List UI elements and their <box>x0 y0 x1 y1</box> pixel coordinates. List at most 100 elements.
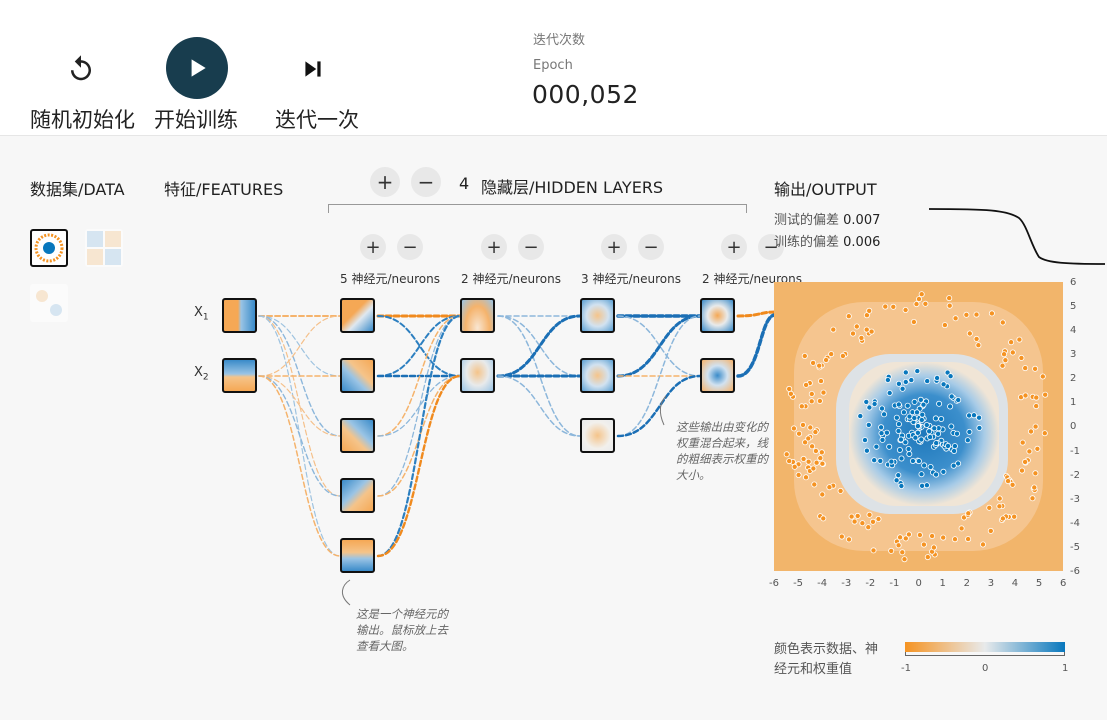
data-point <box>1022 392 1029 399</box>
orange-points <box>783 291 1049 563</box>
dataset-circle[interactable] <box>30 229 68 267</box>
neuron-node[interactable] <box>460 298 495 333</box>
feature-x1-node[interactable] <box>222 298 257 333</box>
layer4-remove-neuron[interactable]: − <box>758 234 784 260</box>
data-point <box>905 531 912 538</box>
data-point <box>1009 481 1016 488</box>
dataset-gaussian[interactable] <box>30 284 68 322</box>
data-point <box>1042 391 1049 398</box>
data-point <box>914 423 921 430</box>
data-point <box>878 424 885 431</box>
neuron-node[interactable] <box>580 358 615 393</box>
add-layer-button[interactable]: + <box>370 167 400 197</box>
data-point <box>865 524 872 531</box>
data-point <box>823 357 830 364</box>
data-point <box>791 463 798 470</box>
neuron-node[interactable] <box>580 418 615 453</box>
layer4-add-neuron[interactable]: + <box>721 234 747 260</box>
neuron-node[interactable] <box>340 538 375 573</box>
data-point <box>1005 478 1012 485</box>
data-point <box>920 401 927 408</box>
data-point <box>866 511 873 518</box>
neuron-node[interactable] <box>700 358 735 393</box>
epoch-caption-en: Epoch <box>533 58 573 73</box>
colorbar-caption: 颜色表示数据、神经元和权重值 <box>774 642 879 677</box>
neuron-node[interactable] <box>340 358 375 393</box>
data-point <box>898 455 905 462</box>
data-point <box>787 390 794 397</box>
y-tick: 3 <box>1070 349 1077 361</box>
data-point <box>966 330 973 337</box>
data-point <box>915 296 922 303</box>
hidden-section-title: 隐藏层/HIDDEN LAYERS <box>481 178 664 197</box>
data-point <box>905 445 912 452</box>
data-point <box>930 544 937 551</box>
neuron-node[interactable] <box>580 298 615 333</box>
data-point <box>895 542 902 549</box>
data-point <box>837 487 844 494</box>
data-point <box>893 414 900 421</box>
data-point <box>966 428 973 435</box>
data-point <box>899 385 906 392</box>
data-point <box>870 547 877 554</box>
neuron-node[interactable] <box>700 298 735 333</box>
data-point <box>908 377 915 384</box>
data-point <box>919 482 926 489</box>
y-tick: -3 <box>1070 493 1080 505</box>
data-point <box>863 326 870 333</box>
data-point <box>913 301 920 308</box>
neuron-node[interactable] <box>340 418 375 453</box>
layer3-add-neuron[interactable]: + <box>601 234 627 260</box>
data-point <box>1018 467 1025 474</box>
data-point <box>875 515 882 522</box>
data-point <box>910 319 917 326</box>
play-button[interactable] <box>166 37 228 99</box>
y-tick: -5 <box>1070 541 1080 553</box>
neuron-node[interactable] <box>340 298 375 333</box>
layer2-remove-neuron[interactable]: − <box>518 234 544 260</box>
data-point <box>964 437 971 444</box>
neuron-node[interactable] <box>340 478 375 513</box>
reset-button[interactable] <box>62 50 100 88</box>
data-point <box>999 319 1006 326</box>
data-point <box>803 381 810 388</box>
data-point <box>948 423 955 430</box>
data-point <box>919 411 926 418</box>
y-tick: 1 <box>1070 397 1077 409</box>
data-point <box>927 434 934 441</box>
data-point <box>798 403 805 410</box>
data-point <box>976 424 983 431</box>
data-point <box>951 536 958 543</box>
data-point <box>883 429 890 436</box>
layer1-add-neuron[interactable]: + <box>360 234 386 260</box>
remove-layer-button[interactable]: − <box>411 167 441 197</box>
data-point <box>886 443 893 450</box>
data-point <box>1022 365 1029 372</box>
dataset-xor[interactable] <box>85 229 123 267</box>
x-tick: -4 <box>817 578 828 589</box>
x-tick: -2 <box>865 578 876 589</box>
data-point <box>970 412 977 419</box>
data-point <box>1022 458 1029 465</box>
data-point <box>819 460 826 467</box>
colorbar-tick: 1 <box>1062 663 1069 674</box>
data-point <box>927 463 934 470</box>
y-tick: 5 <box>1070 301 1077 313</box>
neuron-node[interactable] <box>460 358 495 393</box>
data-point <box>1019 439 1026 446</box>
data-point <box>1032 365 1039 372</box>
dataset-xor-thumb <box>87 231 121 265</box>
colorbar-tick: 0 <box>982 663 989 674</box>
feature-x2-node[interactable] <box>222 358 257 393</box>
step-label: 迭代一次 <box>275 108 359 132</box>
layer2-add-neuron[interactable]: + <box>481 234 507 260</box>
step-button[interactable] <box>296 52 330 86</box>
layer1-remove-neuron[interactable]: − <box>397 234 423 260</box>
data-point <box>897 534 904 541</box>
layer3-remove-neuron[interactable]: − <box>638 234 664 260</box>
data-point <box>863 398 870 405</box>
layer2-label: 2 神经元/neurons <box>461 272 561 286</box>
data-point <box>809 443 816 450</box>
x-tick: 6 <box>1059 578 1067 589</box>
data-point <box>996 503 1003 510</box>
